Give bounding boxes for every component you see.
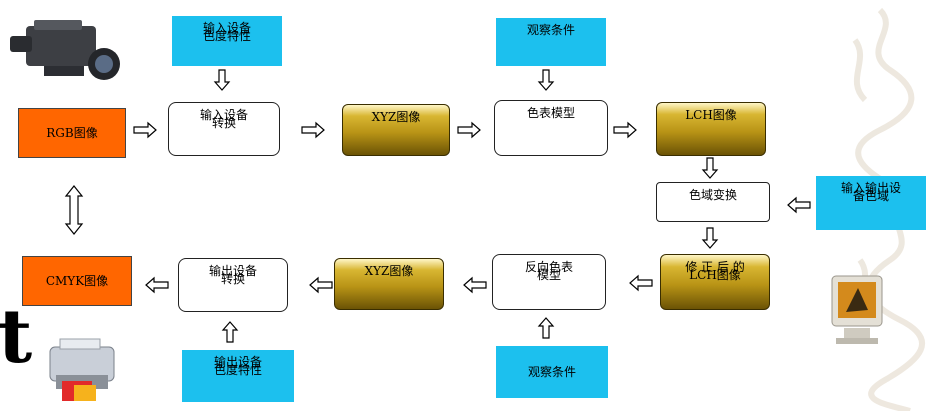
input-conv-line1: 输入设备 (199, 108, 248, 122)
arrow-input-conv-to-xyz (301, 122, 325, 138)
lch-image-top-node: LCH图像 (656, 102, 766, 156)
io-gamut-line1: 输入输出设 (840, 181, 901, 195)
lch-fixed-line1: 修 正 后 的 (685, 260, 745, 274)
arrow-rgb-to-input-conv (133, 122, 157, 138)
arrow-view-top-down (538, 69, 554, 91)
rgb-image-label: RGB图像 (46, 125, 98, 140)
arrow-reverse-to-xyz (463, 277, 487, 293)
gamut-label: 色域变换 (688, 188, 737, 202)
arrow-output-char-up (222, 321, 238, 343)
rgb-image-node: RGB图像 (18, 108, 126, 158)
corrected-lch-image-node: 修 正 后 的 LCH图像 (660, 254, 770, 310)
arrow-lch-to-gamut (702, 157, 718, 179)
viewing-conditions-top-node: 观察条件 (496, 18, 606, 66)
lch-top-label: LCH图像 (685, 108, 737, 122)
cmyk-label: CMYK图像 (45, 273, 109, 288)
color-model-label: 色表模型 (526, 106, 575, 120)
input-conv-line2: 转换 (211, 116, 236, 130)
lch-fixed-line2: LCH图像 (689, 268, 741, 282)
arrow-lch-fixed-to-reverse (629, 275, 653, 291)
gamut-mapping-node: 色域变换 (656, 182, 770, 222)
view-bottom-label: 观察条件 (527, 364, 576, 379)
arrow-rgb-cmyk-double (64, 185, 84, 235)
arrow-xyz-to-output-conv (309, 277, 333, 293)
io-gamut-line2: 备色域 (852, 189, 889, 203)
decorative-letter: t (0, 294, 33, 380)
xyz-image-bottom-node: XYZ图像 (334, 258, 444, 310)
input-char-line1: 输入设备 (202, 21, 251, 35)
reverse-color-model-node: 反向色表 模型 (492, 254, 606, 310)
xyz-bottom-label: XYZ图像 (364, 264, 414, 278)
output-char-line2: 色度特性 (213, 363, 262, 377)
cmyk-image-node: CMYK图像 (22, 256, 132, 306)
monitor-image (831, 275, 883, 344)
arrow-model-to-lch (613, 122, 637, 138)
input-char-line2: 色度特性 (202, 29, 251, 43)
viewing-conditions-bottom-node: 观察条件 (496, 346, 608, 398)
output-conv-line1: 输出设备 (208, 264, 257, 278)
reverse-line2: 模型 (536, 268, 561, 282)
arrow-gamut-to-lch-fixed (702, 227, 718, 249)
arrow-xyz-to-model (457, 122, 481, 138)
output-conv-line2: 转换 (220, 272, 245, 286)
arrow-input-char-down (214, 69, 230, 91)
reverse-line1: 反向色表 (524, 260, 573, 274)
color-appearance-model-node: 色表模型 (494, 100, 608, 156)
io-device-gamut-node: 输入输出设 备色域 (816, 176, 926, 230)
arrow-io-gamut-left (787, 197, 811, 213)
output-device-characterization-node: 输出设备 色度特性 (182, 350, 294, 402)
camera-image (10, 20, 120, 80)
output-char-line1: 输出设备 (213, 355, 262, 369)
view-top-label: 观察条件 (526, 23, 575, 37)
xyz-image-top-node: XYZ图像 (342, 104, 450, 156)
input-device-conversion-node: 输入设备 转换 (168, 102, 280, 156)
xyz-top-label: XYZ图像 (371, 110, 421, 124)
arrow-view-bottom-up (538, 317, 554, 339)
output-device-conversion-node: 输出设备 转换 (178, 258, 288, 312)
input-device-characterization-node: 输入设备 色度特性 (172, 16, 282, 66)
printer-image (49, 338, 115, 401)
arrow-output-conv-to-cmyk (145, 277, 169, 293)
